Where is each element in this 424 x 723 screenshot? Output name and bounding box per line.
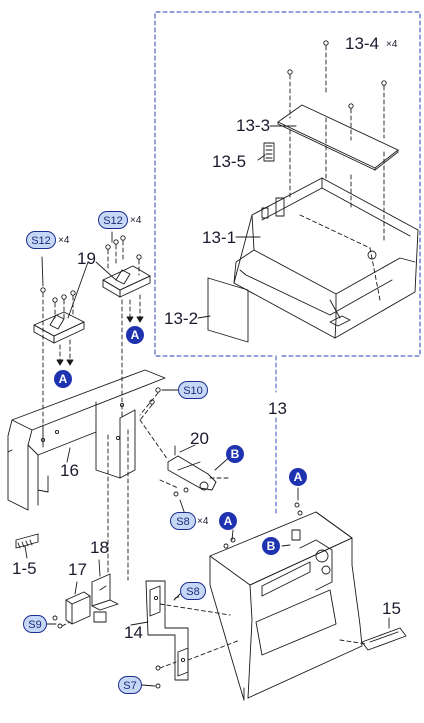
label-1-5: 1-5: [12, 559, 37, 578]
label-14: 14: [124, 623, 143, 642]
assembly-13-boundary: [154, 11, 421, 357]
part-1-5: [15, 533, 39, 549]
bracket-19-right: [102, 265, 151, 323]
part-13-5: [263, 142, 275, 162]
screw-badge-s9: S9: [23, 615, 47, 633]
front-cover: [209, 502, 363, 701]
label-17: 17: [68, 560, 87, 579]
marker-b-bracket-20: B: [226, 445, 244, 463]
quantity-s8: ×4: [197, 516, 209, 527]
label-13-2: 13-2: [164, 309, 199, 328]
screw-badge-s8-lower: S8: [170, 512, 196, 530]
label-18: 18: [90, 538, 109, 557]
marker-a-left-bracket: A: [54, 370, 72, 388]
quantity-s12-right: ×4: [130, 215, 142, 226]
label-20: 20: [190, 429, 209, 448]
bracket-17: [52, 591, 107, 629]
screw-badge-s7: S7: [118, 676, 142, 694]
bracket-19-left: [33, 311, 85, 367]
quantity-s12-left: ×4: [58, 235, 70, 246]
screw-badge-s12-right: S12: [98, 211, 128, 229]
pad-13-2: [207, 277, 249, 343]
quantity-13-4: ×4: [386, 39, 398, 50]
screw-badge-s12-left: S12: [26, 231, 56, 249]
bracket-18: [91, 573, 119, 611]
label-13-4: 13-4: [345, 34, 380, 53]
bracket-20: [139, 419, 231, 497]
label-19: 19: [77, 249, 96, 268]
screws-s12-left: [40, 287, 76, 446]
screws-s12-right: [105, 235, 142, 419]
frame-16: [7, 369, 166, 581]
screws-s10: [139, 387, 161, 421]
label-15: 15: [382, 599, 401, 618]
cover-plate-13-3: [277, 104, 399, 171]
marker-a-cover-top: A: [289, 468, 307, 486]
marker-a-right-bracket: A: [126, 326, 144, 344]
leader-lines: [24, 125, 390, 687]
label-16: 16: [60, 461, 79, 480]
label-13-3: 13-3: [236, 116, 271, 135]
screws-13-4: [287, 40, 387, 241]
screw-badge-s10: S10: [178, 381, 208, 399]
label-13: 13: [268, 399, 287, 418]
marker-a-cover-left: A: [219, 512, 237, 530]
tray-13-1: [233, 177, 419, 339]
label-13-1: 13-1: [202, 228, 237, 247]
screw-badge-s8-upper: S8: [180, 582, 206, 600]
marker-b-cover: B: [262, 537, 280, 555]
label-13-5: 13-5: [212, 152, 247, 171]
badge-15: [339, 627, 407, 651]
